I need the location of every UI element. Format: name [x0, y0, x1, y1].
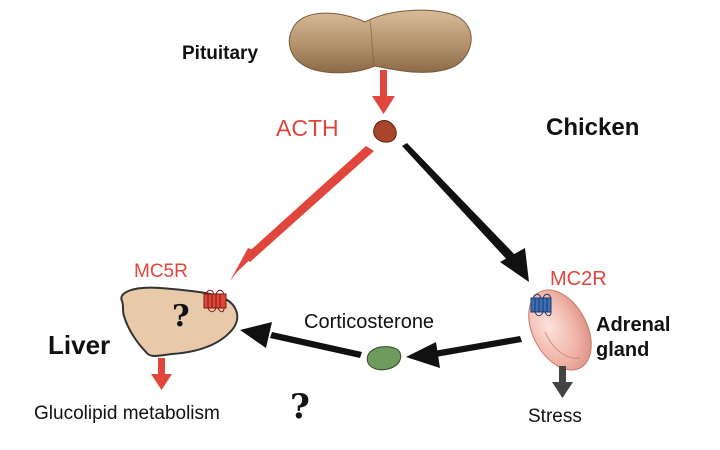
- pituitary-to-acth-arrow: [372, 70, 395, 114]
- chicken-label: Chicken: [546, 114, 640, 141]
- adrenal-gland-icon: [528, 289, 592, 371]
- corticosterone-label: Corticosterone: [304, 311, 435, 333]
- acth-label: ACTH: [276, 115, 339, 141]
- adrenal-label-line2: gland: [596, 339, 650, 361]
- corticosterone-to-liver-arrow: [240, 322, 362, 358]
- adrenal-to-corticosterone-arrow: [406, 336, 522, 368]
- mc2r-label: MC2R: [550, 268, 607, 290]
- mc2r-receptor-icon: [530, 293, 552, 317]
- glucolipid-question-mark: ?: [290, 387, 310, 427]
- pituitary-gland-icon: [288, 9, 472, 74]
- liver-to-glucolipid-arrow: [151, 358, 172, 390]
- acth-to-adrenal-arrow: [402, 143, 529, 282]
- acth-to-liver-arrow: [230, 146, 374, 281]
- stress-label: Stress: [528, 406, 582, 427]
- mc5r-receptor-icon: [203, 289, 227, 313]
- pituitary-label: Pituitary: [182, 43, 259, 64]
- liver-question-mark: ?: [172, 299, 190, 334]
- corticosterone-hormone-icon: [366, 346, 402, 371]
- liver-label: Liver: [48, 330, 111, 360]
- adrenal-to-stress-arrow: [552, 366, 573, 398]
- mc5r-label: MC5R: [134, 261, 188, 282]
- adrenal-label-line1: Adrenal: [596, 314, 671, 336]
- glucolipid-label: Glucolipid metabolism: [34, 403, 220, 424]
- acth-hormone-icon: [373, 120, 397, 143]
